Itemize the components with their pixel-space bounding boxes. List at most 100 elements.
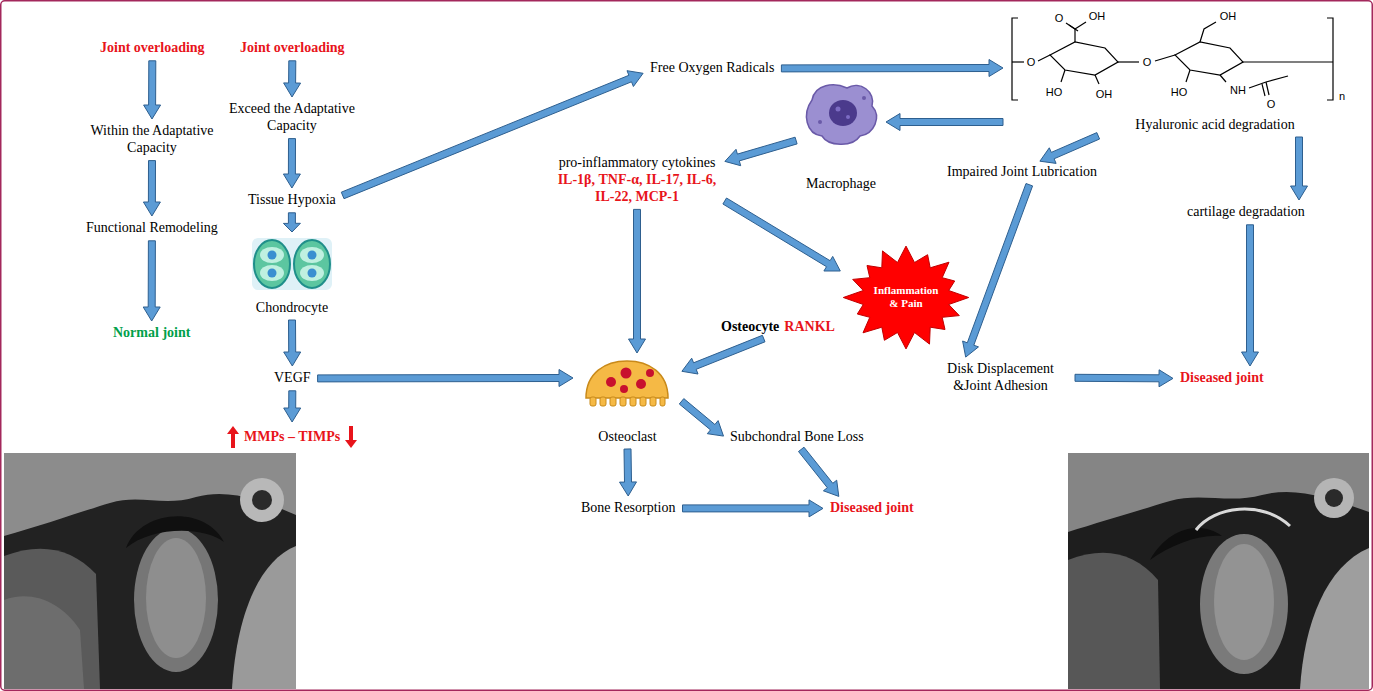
mri-image-normal: [4, 596, 84, 689]
block-arrow: [144, 61, 161, 119]
chondrocyte-illustration: [268, 251, 277, 260]
block-arrow: [886, 114, 1003, 131]
node-text: Joint overloading: [100, 40, 205, 57]
atom-label: OH: [1089, 10, 1106, 22]
node-text: Diseased joint: [830, 500, 914, 517]
hyaluronic-acid-structure: [1012, 18, 1333, 100]
chondrocyte-illustration: [252, 238, 332, 290]
block-arrow: [284, 320, 301, 366]
atom-label: OH: [1096, 88, 1113, 100]
node-text: Disk Displacement &Joint Adhesion: [933, 361, 1068, 395]
osteoclast-illustration: [630, 397, 636, 406]
block-arrow: [1075, 370, 1173, 387]
process-text: Free Oxygen Radicals: [645, 58, 779, 79]
process-text: Tissue Hypoxia: [243, 190, 341, 211]
block-arrow: [683, 500, 824, 517]
mri-image-normal: [4, 453, 296, 689]
block-arrow: [682, 335, 765, 374]
mri-image-diseased: [1325, 489, 1343, 507]
process-text: Disk Displacement &Joint Adhesion: [928, 359, 1073, 397]
atom-label: HO: [1171, 86, 1188, 98]
process-text: VEGF: [269, 368, 316, 389]
hyaluronic-acid-structure: [1262, 84, 1265, 96]
node-text: Macrophage: [806, 176, 876, 193]
osteoclast-illustration: [636, 379, 646, 389]
process-text: Subchondral Bone Loss: [725, 427, 869, 448]
trigger-text: Joint overloading: [235, 38, 350, 59]
trigger-text: Joint overloading: [95, 38, 210, 59]
hyaluronic-acid-structure: [1095, 75, 1099, 84]
node-text: VEGF: [274, 370, 311, 387]
mri-image-normal: [252, 490, 272, 510]
atom-label: HO: [1046, 86, 1063, 98]
process-text: Bone Resorption: [576, 498, 681, 519]
hyaluronic-acid-structure: [1012, 61, 1024, 62]
cell-node: Osteoclast: [575, 355, 680, 447]
process-text: Impaired Joint Lubrication: [942, 162, 1102, 183]
osteoclast-illustration: [600, 397, 606, 406]
hyaluronic-acid-structure: [1220, 75, 1226, 82]
chondrocyte-illustration: [260, 265, 284, 281]
hyaluronic-acid-structure: [1243, 61, 1333, 62]
chondrocyte-illustration: [252, 238, 332, 290]
chondrocyte-illustration: [300, 265, 324, 281]
mri-image-normal: [134, 528, 218, 672]
node-text: Inflammation & Pain: [871, 284, 941, 309]
chondrocyte-illustration: [294, 240, 330, 288]
macrophage-illustration: [846, 115, 850, 119]
block-arrow: [629, 209, 646, 353]
osteoclast-illustration: [646, 369, 654, 377]
process-text: Within the Adaptative Capacity: [76, 121, 228, 159]
node-text: RANKL: [784, 319, 835, 336]
mri-image-diseased: [1068, 553, 1160, 689]
hyaluronic-acid-structure: [1249, 82, 1266, 88]
mri-image-diseased: [1068, 453, 1369, 689]
mri-image-diseased: [1300, 548, 1369, 689]
cell-node: Macrophage: [798, 80, 884, 194]
osteoclast-illustration: [640, 397, 646, 406]
hyaluronic-acid-structure: [1012, 18, 1018, 100]
hyaluronic-acid-structure: [1266, 82, 1269, 95]
atom-label: O: [1267, 98, 1276, 110]
mri-image-normal: [126, 516, 224, 548]
block-arrow: [283, 139, 300, 188]
cytokine-group: pro-inflammatory cytokinesIL-1β, TNF-α, …: [551, 153, 723, 207]
hyaluronic-acid-structure: [1200, 22, 1216, 42]
hyaluronic-acid-structure: [1155, 55, 1175, 61]
group-heading: pro-inflammatory cytokines: [556, 155, 718, 172]
mri-image-normal: [4, 453, 296, 689]
osteoclast-illustration: [621, 368, 632, 379]
mri-image-diseased: [1068, 453, 1369, 689]
block-arrow: [1291, 137, 1308, 200]
process-text: cartilage degradation: [1182, 202, 1310, 223]
node-text: Osteoclast: [598, 429, 656, 446]
osteoclast-illustration: [610, 397, 616, 406]
process-text: Exceed the Adaptative Capacity: [216, 99, 368, 137]
enzyme-text: MMPs – TIMPs: [222, 424, 362, 450]
mri-image-normal: [240, 478, 284, 522]
macrophage-illustration: [862, 96, 866, 100]
block-arrow: [679, 399, 723, 437]
atom-label: O: [1027, 56, 1036, 68]
atom-label: NH: [1230, 84, 1246, 96]
node-text: Hyaluronic acid degradation: [1135, 117, 1294, 134]
macrophage-illustration: [836, 107, 841, 112]
node-text: Bone Resorption: [581, 500, 676, 517]
node-text: Within the Adaptative Capacity: [81, 123, 223, 157]
atom-label: n: [1339, 90, 1345, 102]
block-arrow: [723, 198, 840, 271]
block-arrow: [781, 60, 1003, 77]
mri-image-diseased: [1200, 534, 1288, 674]
mri-image-diseased: [1068, 453, 1369, 532]
block-arrow: [143, 241, 160, 321]
mri-image-diseased: [1214, 544, 1274, 660]
osteoclast-illustration: [590, 397, 596, 406]
macrophage-illustration: [807, 85, 877, 144]
process-text: Functional Remodeling: [81, 218, 223, 239]
atom-label: OH: [1220, 10, 1237, 22]
osteoclast-illustration: [620, 385, 628, 393]
increase-arrow: [227, 426, 239, 448]
atom-label: O: [1055, 12, 1064, 24]
